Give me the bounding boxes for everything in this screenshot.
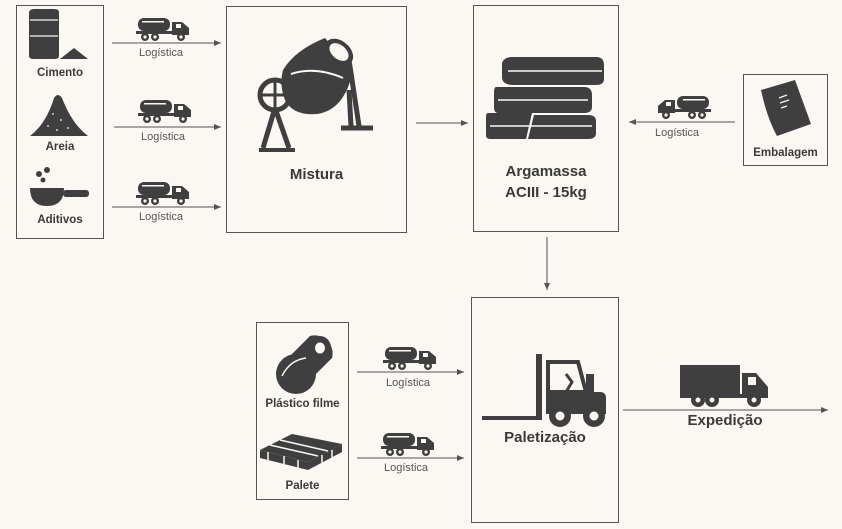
expedicao-label: Expedição — [687, 412, 763, 429]
logistics-label: Logística — [140, 131, 186, 143]
sand-pile-icon — [30, 95, 88, 136]
tanker-truck-icon — [136, 182, 189, 205]
logistics-label: Logística — [654, 127, 700, 139]
tanker-truck-icon — [138, 100, 191, 123]
palete-label: Palete — [285, 480, 320, 492]
paletizacao-label: Paletização — [504, 429, 586, 446]
cimento-label: Cimento — [37, 67, 83, 79]
tanker-truck-icon — [383, 347, 436, 370]
logistics-label: Logística — [138, 47, 184, 59]
pallet-icon — [260, 434, 342, 470]
concrete-mixer-icon — [257, 38, 373, 152]
aditivos-label: Aditivos — [37, 214, 83, 226]
mistura-label: Mistura — [289, 166, 344, 183]
film-roll-icon — [276, 335, 333, 394]
logistics-label: Logística — [383, 462, 429, 474]
forklift-icon — [482, 354, 606, 427]
tanker-truck-icon — [136, 18, 189, 41]
logistics-label: Logística — [385, 377, 431, 389]
tanker-truck-icon — [658, 96, 711, 119]
packaging-bag-icon — [761, 80, 811, 136]
argamassa-label: Argamassa — [505, 163, 587, 180]
cement-bag-icon — [29, 9, 88, 59]
mortar-bags-icon — [486, 57, 604, 139]
argamassa-spec-label: ACIII - 15kg — [505, 184, 587, 201]
tanker-truck-icon — [381, 433, 434, 456]
areia-label: Areia — [45, 141, 75, 153]
embalagem-label: Embalagem — [753, 147, 818, 159]
logistics-label: Logística — [138, 211, 184, 223]
additive-scoop-icon — [30, 167, 89, 206]
delivery-truck-icon — [680, 365, 768, 407]
pallet-materials-box — [256, 322, 349, 500]
plastico-filme-label: Plástico filme — [265, 398, 340, 410]
